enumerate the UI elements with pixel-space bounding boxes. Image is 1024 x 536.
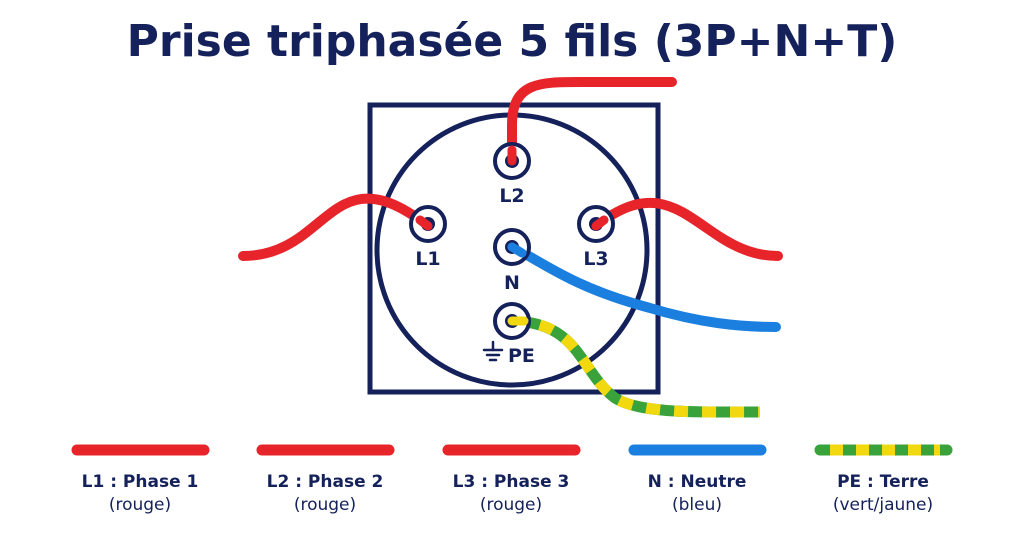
wire-pe	[511, 315, 761, 418]
legend-color-n: (bleu)	[672, 495, 722, 515]
terminal-label-n: N	[504, 272, 520, 294]
page-title: Prise triphasée 5 fils (3P+N+T)	[127, 16, 898, 67]
legend-color-l3: (rouge)	[480, 495, 542, 515]
ground-icon	[482, 340, 504, 362]
wire-n	[507, 241, 781, 332]
legend-name-l3: L3 : Phase 3	[453, 472, 570, 492]
wire-l2	[507, 77, 677, 165]
terminal-label-l1: L1	[415, 248, 440, 270]
terminal-label-pe: PE	[508, 345, 535, 367]
legend-name-n: N : Neutre	[648, 472, 747, 492]
wire-l1	[238, 193, 433, 261]
legend-name-l2: L2 : Phase 2	[267, 472, 384, 492]
legend-color-l2: (rouge)	[294, 495, 356, 515]
wire-l3	[591, 197, 783, 261]
terminal-label-l3: L3	[583, 248, 608, 270]
legend-name-l1: L1 : Phase 1	[82, 472, 199, 492]
terminal-label-l2: L2	[499, 185, 524, 207]
legend-color-l1: (rouge)	[109, 495, 171, 515]
legend-color-pe: (vert/jaune)	[833, 495, 933, 515]
legend-name-pe: PE : Terre	[837, 472, 929, 492]
